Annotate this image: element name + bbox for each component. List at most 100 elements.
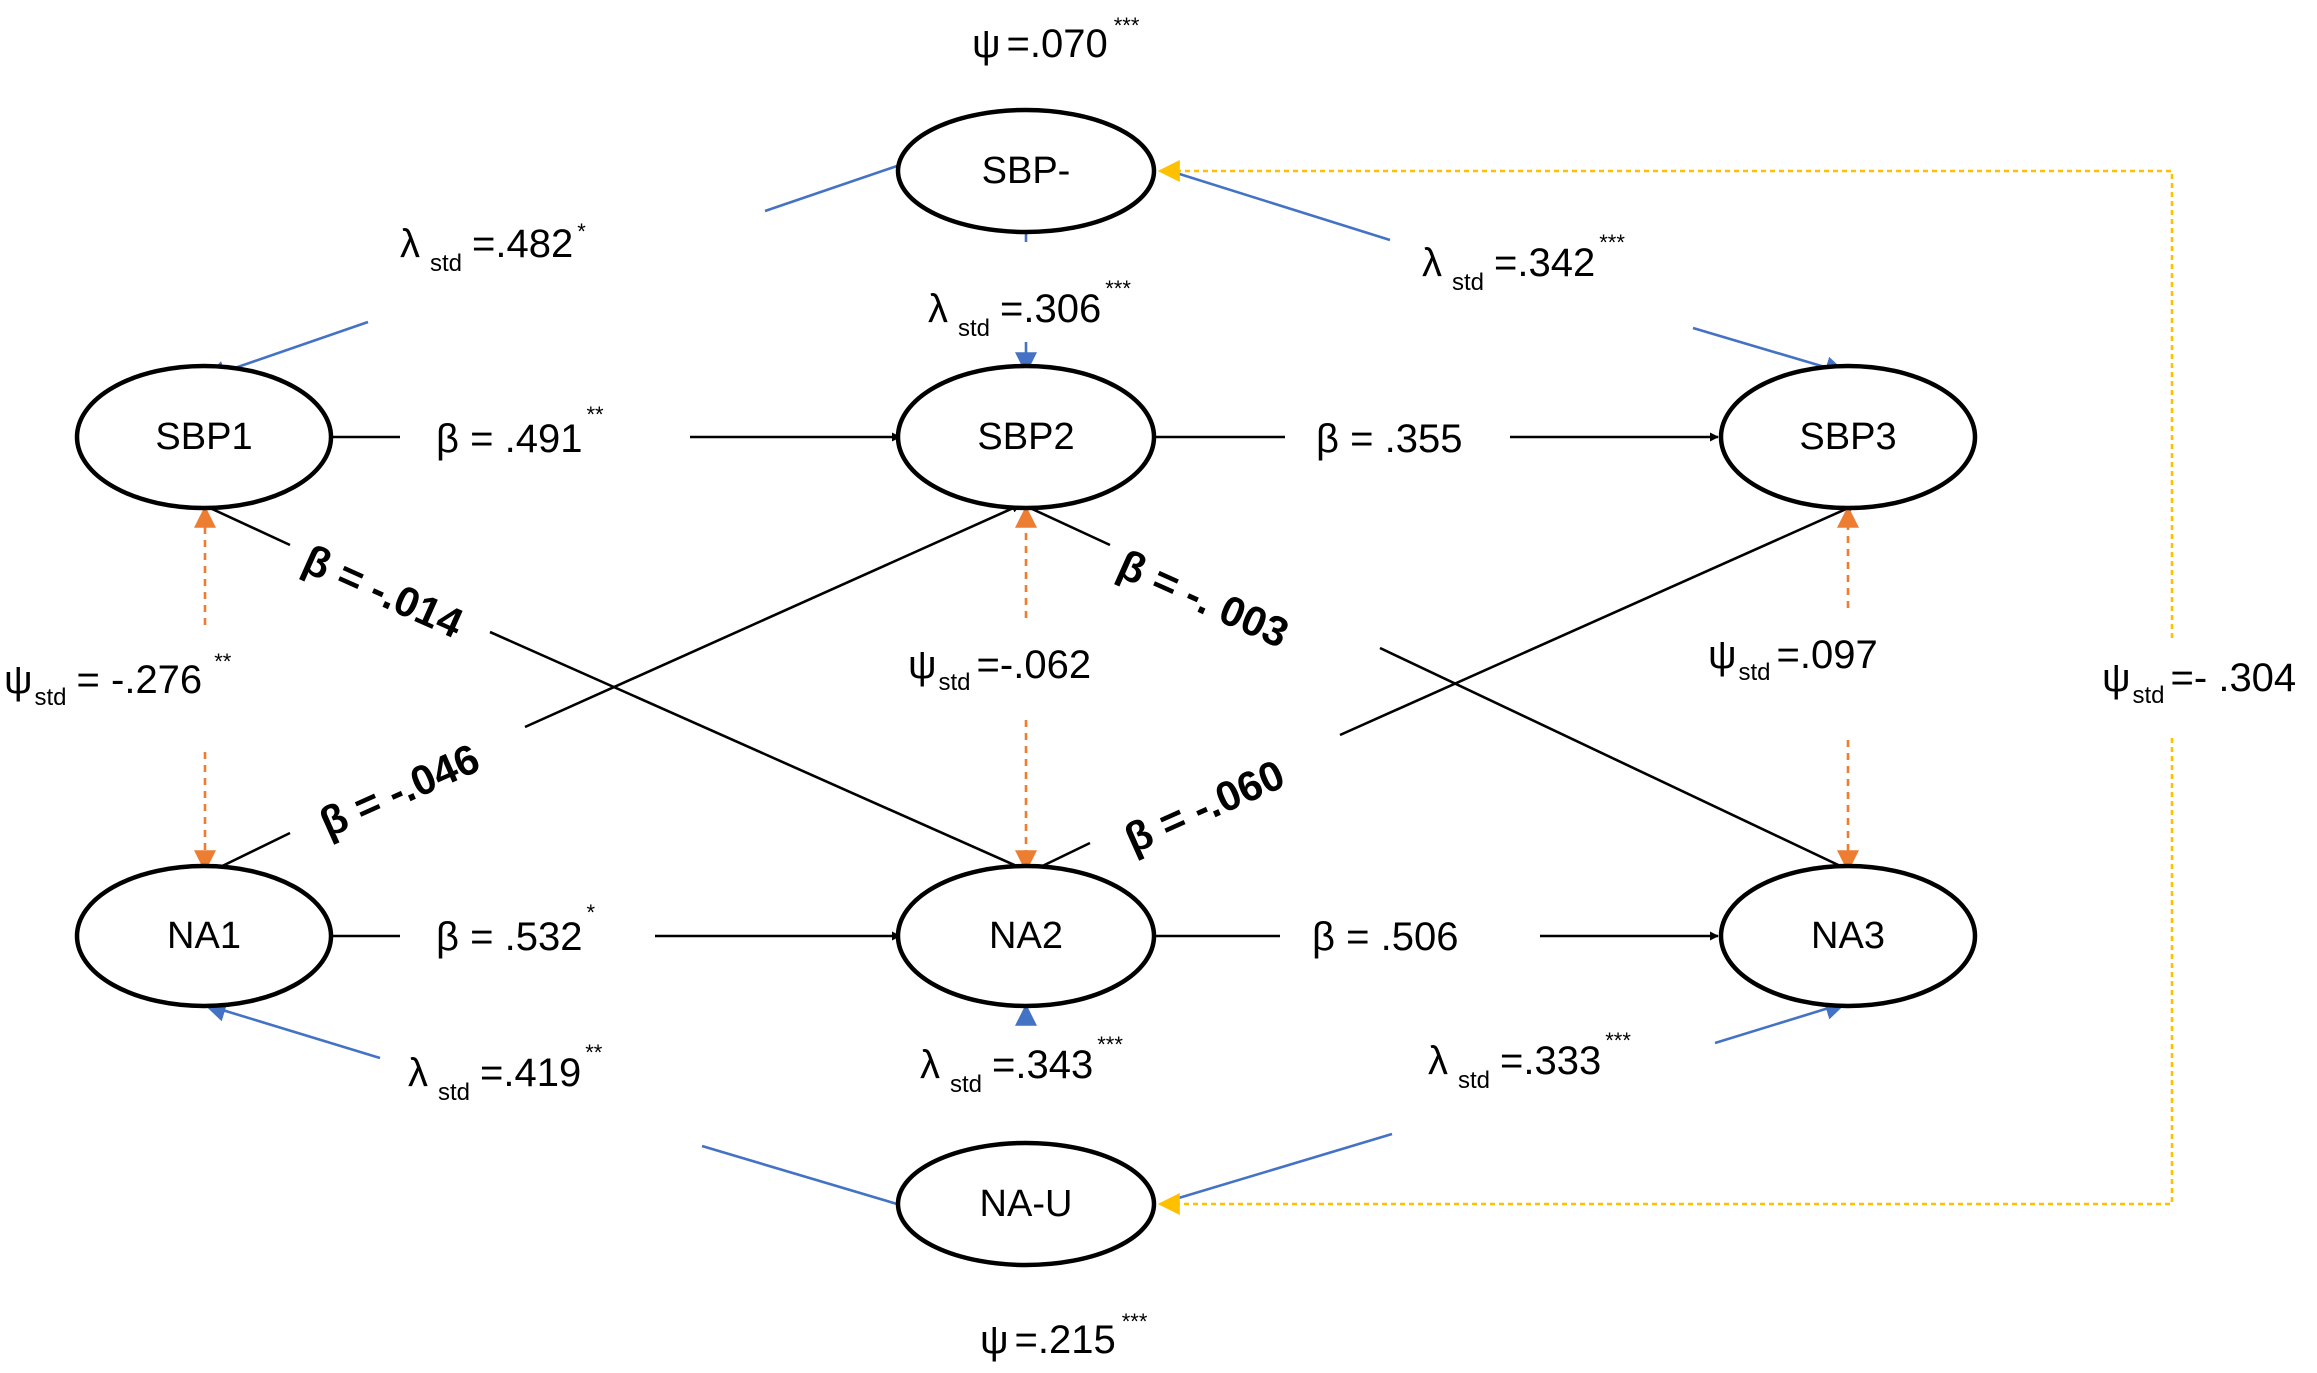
cov-t1-value: = -.276 [77,658,203,702]
loading-na3-value: =.333 [1500,1039,1601,1083]
beta-sbp2-na3-label: β = -. 003 [1111,540,1295,657]
beta-na2-na3-label: β = .506 [1312,915,1458,959]
loading-nau-na1-tail [701,1144,898,1206]
cov-factors-value: =- .304 [2171,656,2297,700]
node-na1[interactable]: NA1 [74,863,334,1009]
path-sbp2-na3-b [1379,646,1854,874]
variance-na-u-value: =.215 [1015,1318,1116,1362]
beta-na2-na3-text: β = .506 [1312,915,1458,959]
variance-na-u-label: ψ=.215*** [980,1309,1148,1362]
beta-sbp1-sbp2-label: β = .491** [436,402,604,461]
loading-na3-symbol: λ [1428,1039,1448,1083]
path-sbp2-na3-a [1029,506,1111,547]
beta-na1-na2-text: β = .532 [436,915,582,959]
node-na3[interactable]: NA3 [1718,863,1978,1009]
node-sbp-minus[interactable]: SBP- [895,107,1157,235]
node-na2[interactable]: NA2 [895,863,1157,1009]
loading-na2-sig: *** [1097,1032,1123,1057]
cov-t2-symbol: ψ [908,643,937,687]
loading-sbp3-value: =.342 [1494,241,1595,285]
loading-sbp2-sub: std [958,315,990,342]
loading-nau-na3-arrow [1714,998,1848,1045]
loading-nau-na1-arrow [203,1000,381,1060]
beta-sbp1-sbp2-sig: ** [586,402,604,427]
loading-sbp2-sig: *** [1105,276,1131,301]
node-sbp2[interactable]: SBP2 [895,363,1157,511]
cov-t2-sub: std [939,669,971,696]
loading-sbp1-sub: std [430,250,462,277]
variance-na-u-symbol: ψ [980,1318,1009,1362]
variance-sbp-minus-label: ψ=.070*** [972,13,1140,66]
loading-na3-sig: *** [1605,1028,1631,1053]
loading-na1-symbol: λ [408,1051,428,1095]
cov-t3-value: =.097 [1777,633,1878,677]
variance-sbp-minus-sig: *** [1114,13,1140,38]
cov-factors-symbol: ψ [2102,656,2131,700]
loading-sbpminus-sbp3-tail [1169,169,1391,242]
loading-na2-value: =.343 [992,1043,1093,1087]
loading-sbp3-sig: *** [1599,230,1625,255]
cov-t1-sig: ** [214,649,232,674]
cov-t3-sub: std [1739,659,1771,686]
node-label-sbp2: SBP2 [977,416,1074,458]
beta-sbp1-sbp2-text: β = .491 [436,417,582,461]
beta-na2-sbp3-label: β = -.060 [1118,750,1292,862]
node-sbp3[interactable]: SBP3 [1718,363,1978,511]
beta-na1-na2-label: β = .532* [436,900,595,959]
node-label-sbp1: SBP1 [155,416,252,458]
variance-sbp-minus-value: =.070 [1007,22,1108,66]
loading-sbp1-value: =.482 [472,222,573,266]
factor-covariance [1157,160,2174,1215]
loading-sbp2-symbol: λ [928,287,948,331]
cov-t1-symbol: ψ [4,658,33,702]
loading-na1-sig: ** [585,1040,603,1065]
loading-sbpminus-sbp1-tail [764,164,898,213]
path-na1-sbp2-b [524,503,1021,729]
loading-sbp2-value: =.306 [1000,287,1101,331]
cov-t3-label: ψstd=.097 [1708,633,1878,686]
node-label-na2: NA2 [989,915,1063,957]
path-sbp1-na2-b [489,630,1031,874]
node-sbp1[interactable]: SBP1 [74,363,334,511]
node-label-na3: NA3 [1811,915,1885,957]
node-label-sbp-minus: SBP- [982,150,1071,192]
node-label-na1: NA1 [167,915,241,957]
loading-sbp1-sig: * [577,219,586,244]
path-na2-sbp3-b [1339,503,1856,737]
cov-t2-value: =-.062 [977,643,1092,687]
loading-sbp1-symbol: λ [400,222,420,266]
loading-na2-symbol: λ [920,1043,940,1087]
loading-sbp3-sub: std [1452,269,1484,296]
variance-sbp-minus-symbol: ψ [972,22,1001,66]
loading-nau-na3-tail [1171,1132,1393,1202]
node-na-u[interactable]: NA-U [895,1140,1157,1268]
loading-na2-sub: std [950,1071,982,1098]
beta-sbp2-sbp3-text: β = .355 [1316,417,1462,461]
node-label-na-u: NA-U [980,1183,1073,1225]
loading-na1-sub: std [438,1079,470,1106]
cov-factors-bottom [1157,738,2174,1215]
beta-sbp2-sbp3-label: β = .355 [1316,417,1462,461]
node-label-sbp3: SBP3 [1799,416,1896,458]
beta-na1-sbp2-label: β = -.046 [313,734,487,846]
cov-factors-sub: std [2133,682,2165,709]
variance-na-u-sig: *** [1122,1309,1148,1334]
path-sbp1-na2-a [209,506,291,547]
cov-factors-top [1157,160,2174,638]
loading-sbp3-symbol: λ [1422,241,1442,285]
cov-t3-symbol: ψ [1708,633,1737,677]
loading-na3-sub: std [1458,1067,1490,1094]
loading-na1-value: =.419 [480,1051,581,1095]
cov-t2-label: ψstd=-.062 [908,643,1091,696]
residual-covariances [194,505,1859,873]
cov-factors-label: ψstd=- .304 [2102,656,2296,709]
beta-sbp1-na2-label: β = -.014 [296,535,470,647]
beta-na1-na2-sig: * [586,900,595,925]
